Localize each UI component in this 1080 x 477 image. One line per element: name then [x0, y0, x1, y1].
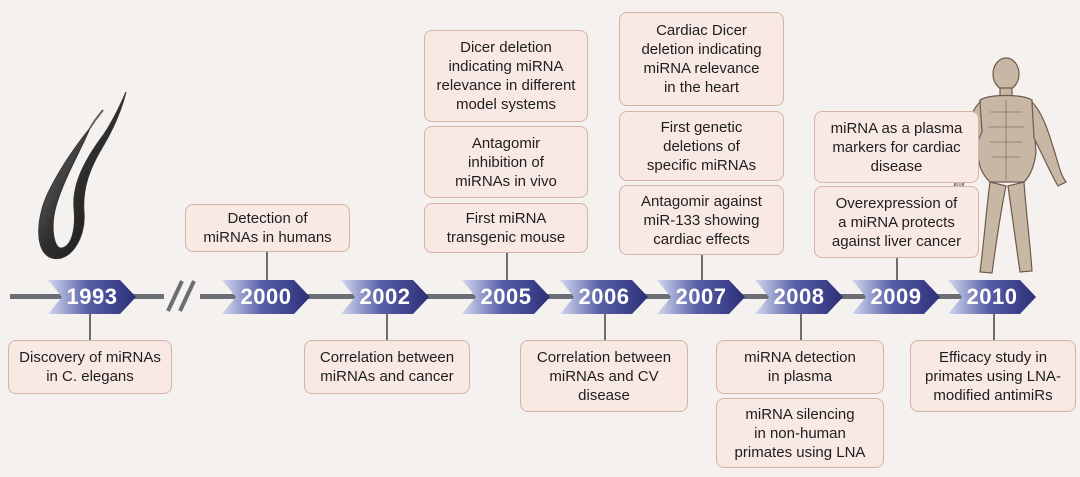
event-2002-cancer: Correlation between miRNAs and cancer: [304, 340, 470, 394]
year-label: 2007: [675, 284, 727, 309]
year-marker-2005: 2005: [462, 280, 550, 314]
year-marker-2009: 2009: [852, 280, 940, 314]
event-2009-liver-cancer: Overexpression of a miRNA protects again…: [814, 186, 979, 258]
year-label: 2006: [578, 284, 630, 309]
connector-2007: [701, 255, 703, 280]
event-2006-cv-disease: Correlation between miRNAs and CV diseas…: [520, 340, 688, 412]
connector-2002: [386, 314, 388, 340]
year-marker-2010: 2010: [948, 280, 1036, 314]
year-marker-2000: 2000: [222, 280, 310, 314]
event-1993-discovery: Discovery of miRNAs in C. elegans: [8, 340, 172, 394]
event-2005-dicer-deletion: Dicer deletion indicating miRNA relevanc…: [424, 30, 588, 122]
human-anatomy-illustration: [953, 57, 1067, 274]
year-label: 2000: [240, 284, 292, 309]
event-2000-detection: Detection of miRNAs in humans: [185, 204, 350, 252]
event-2005-transgenic-mouse: First miRNA transgenic mouse: [424, 203, 588, 253]
connector-1993: [89, 314, 91, 340]
event-2008-lna-silencing: miRNA silencing in non-human primates us…: [716, 398, 884, 468]
event-2007-cardiac-dicer: Cardiac Dicer deletion indicating miRNA …: [619, 12, 784, 106]
year-marker-2002: 2002: [341, 280, 429, 314]
connector-2000: [266, 252, 268, 280]
year-marker-2007: 2007: [657, 280, 745, 314]
year-marker-2006: 2006: [560, 280, 648, 314]
year-marker-1993: 1993: [48, 280, 136, 314]
year-label: 2005: [480, 284, 532, 309]
event-2009-plasma-markers: miRNA as a plasma markers for cardiac di…: [814, 111, 979, 183]
c-elegans-illustration: [38, 91, 127, 260]
year-label: 2008: [773, 284, 825, 309]
event-2005-antagomir: Antagomir inhibition of miRNAs in vivo: [424, 126, 588, 198]
year-label: 2010: [966, 284, 1018, 309]
connector-2009: [896, 258, 898, 280]
axis-break-icon: [164, 280, 200, 312]
year-marker-2008: 2008: [755, 280, 843, 314]
event-2007-genetic-deletions: First genetic deletions of specific miRN…: [619, 111, 784, 181]
year-label: 2002: [359, 284, 411, 309]
connector-2008: [800, 314, 802, 340]
connector-2005: [506, 253, 508, 280]
year-label: 2009: [870, 284, 922, 309]
connector-2010: [993, 314, 995, 340]
year-label: 1993: [66, 284, 118, 309]
event-2010-lna-efficacy: Efficacy study in primates using LNA- mo…: [910, 340, 1076, 412]
connector-2006: [604, 314, 606, 340]
event-2008-plasma-detection: miRNA detection in plasma: [716, 340, 884, 394]
event-2007-antagomir-mir133: Antagomir against miR-133 showing cardia…: [619, 185, 784, 255]
